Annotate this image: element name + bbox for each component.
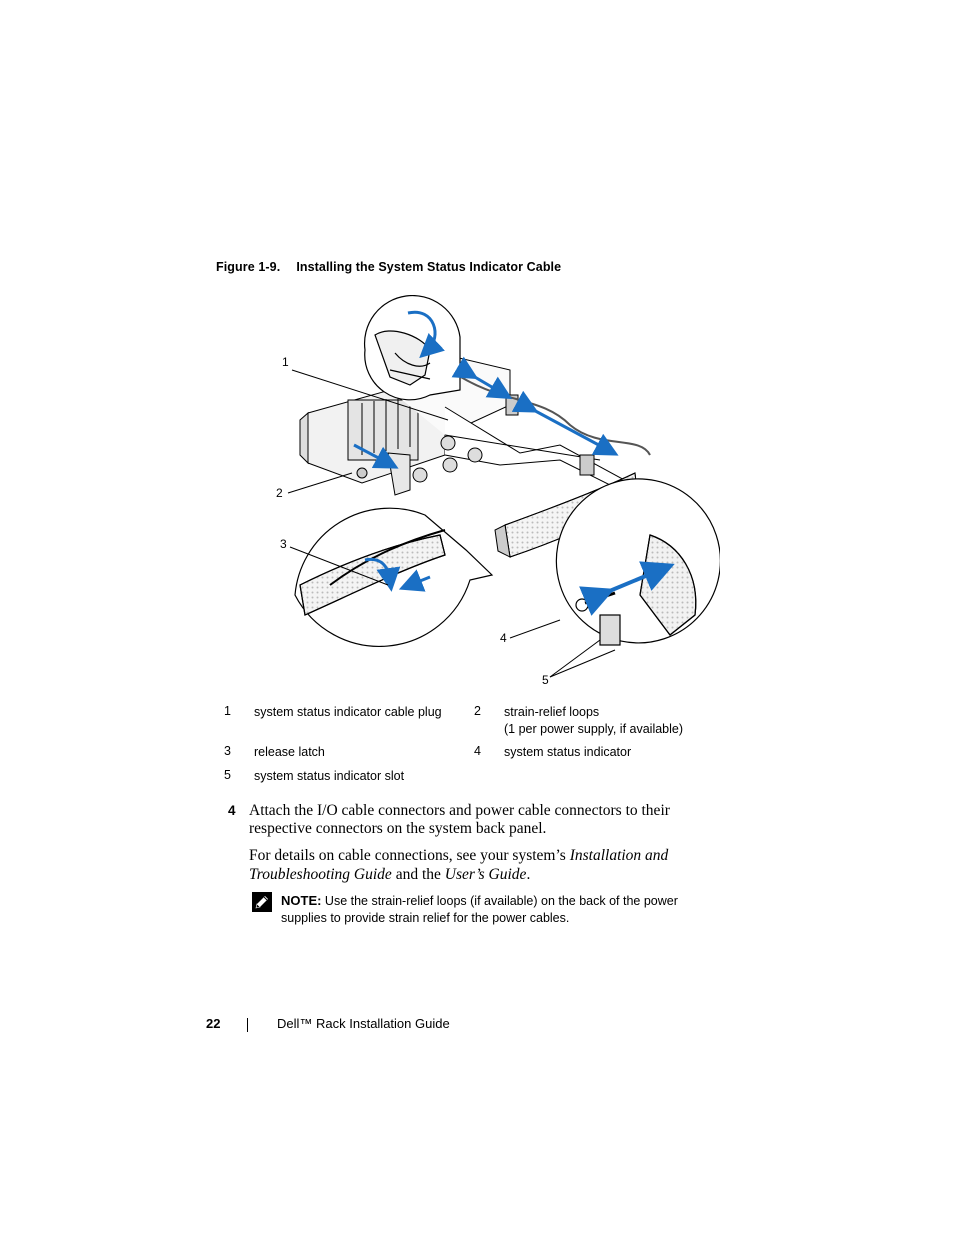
figure-caption: Figure 1-9. Installing the System Status … — [216, 260, 561, 274]
legend-text: system status indicator slot — [254, 769, 405, 783]
legend-row: 3 release latch 4 system status indicato… — [224, 744, 704, 764]
legend-number: 1 — [224, 704, 231, 718]
leader-2 — [287, 472, 353, 494]
page-number: 22 — [206, 1016, 221, 1031]
footer-title: Dell™ Rack Installation Guide — [277, 1016, 450, 1031]
leader-5a — [549, 639, 601, 678]
leader-3 — [289, 546, 389, 586]
leader-4 — [509, 619, 561, 639]
plug-arrow-2 — [511, 390, 619, 456]
users-guide-title: User’s Guide — [444, 866, 527, 883]
callout-4: 4 — [500, 631, 507, 645]
cable-installation-illustration — [287, 294, 721, 678]
legend-row: 1 system status indicator cable plug 2 s… — [224, 704, 704, 736]
note-body: Use the strain-relief loops (if availabl… — [281, 894, 678, 925]
detail-circle-top — [363, 294, 461, 401]
install-guide-title: Installation and Troubleshooting Guide — [249, 847, 669, 883]
latch-arrow — [364, 557, 401, 592]
legend-text-line2: (1 per power supply, if available) — [504, 722, 684, 736]
callout-2: 2 — [276, 486, 283, 500]
para-text: For details on cable connections, see yo… — [249, 847, 570, 864]
legend-text: system status indicator cable plug — [254, 705, 442, 719]
legend-number: 5 — [224, 768, 231, 782]
legend-row: 5 system status indicator slot — [224, 768, 704, 788]
step-text: Attach the I/O cable connectors and powe… — [249, 802, 670, 837]
indicator-arrow — [579, 561, 675, 616]
latch-arrow-2 — [398, 569, 431, 592]
figure-illustration: 1 2 3 4 5 — [270, 294, 721, 690]
callout-1: 1 — [282, 355, 289, 369]
pencil-note-icon — [252, 892, 272, 912]
legend-number: 4 — [474, 744, 481, 758]
leader-1 — [291, 369, 449, 421]
figure-title: Installing the System Status Indicator C… — [296, 260, 562, 274]
note-label: NOTE: — [281, 893, 322, 908]
para-text: and the — [391, 866, 445, 883]
footer-separator — [247, 1018, 248, 1032]
rotate-arrow — [407, 310, 445, 359]
leader-5b — [549, 649, 616, 678]
callout-5: 5 — [542, 673, 549, 687]
note-text: NOTE: Use the strain-relief loops (if av… — [281, 892, 701, 927]
figure-number: Figure 1-9. — [216, 260, 281, 274]
legend-text: strain-relief loops — [504, 705, 600, 719]
legend-number: 3 — [224, 744, 231, 758]
plug-arrow-3 — [353, 443, 399, 469]
callout-3: 3 — [280, 537, 287, 551]
legend-number: 2 — [474, 704, 481, 718]
legend-text: release latch — [254, 745, 325, 759]
step-number: 4 — [228, 803, 236, 818]
detail-circle-left — [294, 507, 494, 648]
cable-details-paragraph: For details on cable connections, see yo… — [249, 846, 689, 884]
plug-arrow-1 — [451, 356, 513, 400]
detail-circle-right — [555, 478, 721, 646]
para-text: . — [526, 866, 531, 883]
legend-text: system status indicator — [504, 745, 632, 759]
